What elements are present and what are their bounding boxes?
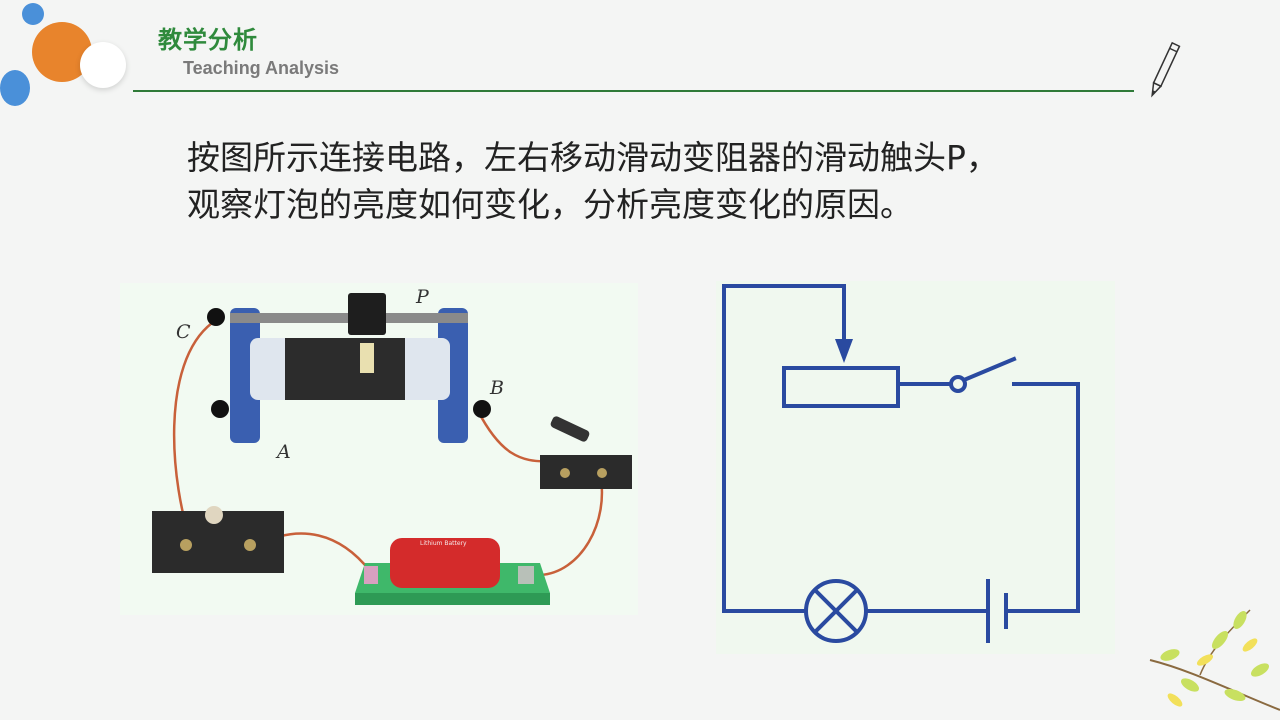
label-p: P — [416, 286, 429, 308]
page-title: 教学分析 — [158, 26, 258, 54]
battery-label: Lithium Battery — [420, 540, 467, 547]
deco-circle-blue — [0, 70, 30, 106]
instruction-line-1: 按图所示连接电路，左右移动滑动变阻器的滑动触头P， — [187, 138, 999, 177]
instruction-line-2: 观察灯泡的亮度如何变化，分析亮度变化的原因。 — [187, 185, 913, 224]
leaves-decoration — [1149, 609, 1280, 711]
label-b: B — [490, 377, 504, 399]
label-a: A — [277, 441, 291, 463]
circuit-schematic-drawing — [722, 284, 1080, 643]
page-subtitle: Teaching Analysis — [183, 58, 340, 78]
deco-circle-blue-small — [22, 3, 44, 25]
label-c: C — [176, 321, 191, 343]
deco-circle-white — [80, 42, 126, 88]
instruction-text: 按图所示连接电路，左右移动滑动变阻器的滑动触头P， 观察灯泡的亮度如何变化，分析… — [187, 134, 1147, 228]
header-divider — [133, 90, 1134, 92]
circuit-photo-drawing: Lithium Battery — [152, 293, 632, 605]
circuit-schematic — [716, 281, 1115, 654]
circuit-photo: Lithium Battery C P B A — [120, 283, 638, 615]
pencil-icon — [1151, 41, 1181, 98]
